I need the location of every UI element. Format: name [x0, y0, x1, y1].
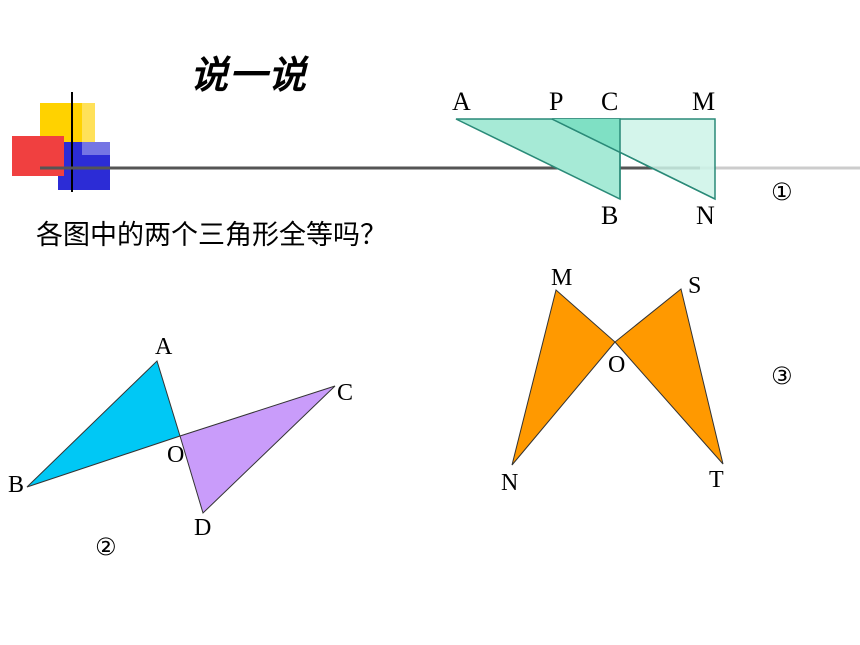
label-m-fig3: M: [551, 265, 572, 291]
label-n-fig1: N: [696, 201, 715, 230]
question-text: 各图中的两个三角形全等吗？: [36, 220, 387, 251]
triangle-mon: [511, 289, 616, 466]
triangle-aob: [26, 360, 181, 488]
slide-title: 说一说: [190, 53, 308, 97]
blue-square: [58, 142, 110, 190]
figure-1-number: ①: [771, 178, 793, 206]
triangle-sot: [614, 288, 724, 465]
label-o-fig2: O: [167, 442, 184, 468]
label-s: S: [688, 273, 701, 299]
label-c-fig1: C: [601, 87, 618, 116]
label-b-fig2: B: [8, 472, 24, 498]
label-m-fig1: M: [692, 87, 715, 116]
figure-2-number: ②: [95, 533, 117, 561]
label-a-fig2: A: [155, 334, 173, 360]
label-t: T: [709, 467, 724, 493]
label-c-fig2: C: [337, 380, 353, 406]
segment-pn: [551, 118, 716, 200]
figure-3-number: ③: [771, 362, 793, 390]
white-glare: [82, 103, 122, 155]
label-a-fig1: A: [452, 87, 471, 116]
label-d-fig2: D: [194, 515, 211, 541]
label-p: P: [549, 87, 563, 116]
label-n-fig3: N: [501, 470, 518, 496]
label-b-fig1: B: [601, 201, 618, 230]
triangle-cod: [179, 385, 336, 514]
label-o-fig3: O: [608, 352, 625, 378]
